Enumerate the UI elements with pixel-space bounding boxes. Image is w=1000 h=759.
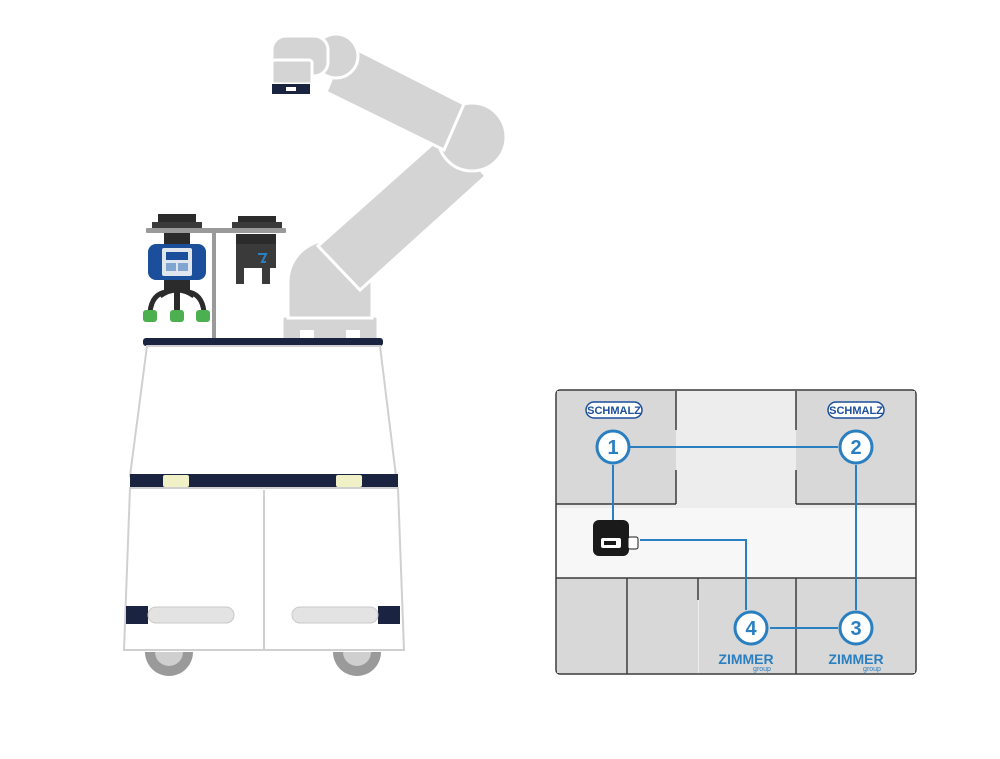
suction-cup: [170, 310, 184, 322]
zone-bottom-2: [628, 578, 698, 673]
parallel-gripper: [232, 216, 282, 284]
schmalz-logo: SCHMALZ: [827, 401, 885, 419]
zimmer-logo: ZIMMER group: [718, 651, 773, 673]
floor-layout: SCHMALZ SCHMALZ ZIMMER group ZIMMER grou…: [555, 389, 917, 675]
station-number: 1: [607, 437, 618, 459]
robot-arm: [270, 32, 508, 344]
arm-lower-link: [315, 129, 489, 293]
zimmer-logo-text: ZIMMER: [718, 651, 773, 667]
gripper-rack: [146, 228, 286, 340]
station-1: 1: [595, 429, 631, 465]
station-4: 4: [733, 610, 769, 646]
vacuum-gripper: [143, 214, 210, 322]
zimmer-logo-sub: group: [863, 666, 881, 673]
route-path: [612, 446, 857, 629]
zone-bottom-1: [557, 578, 627, 673]
station-3: 3: [838, 610, 874, 646]
mobile-robot: [122, 338, 406, 676]
station-number: 4: [745, 618, 757, 640]
suction-cup: [196, 310, 210, 322]
zimmer-logo: ZIMMER group: [828, 651, 883, 673]
zimmer-logo-sub: group: [753, 666, 771, 673]
station-number: 2: [850, 437, 861, 459]
schmalz-logo-text: SCHMALZ: [587, 405, 641, 417]
station-number: 3: [850, 618, 861, 640]
schmalz-logo: SCHMALZ: [585, 401, 643, 419]
suction-cup: [143, 310, 157, 322]
station-2: 2: [838, 429, 874, 465]
schmalz-logo-text: SCHMALZ: [829, 405, 883, 417]
gripper-icon: [593, 520, 639, 556]
arm-tool-mount: [270, 58, 314, 86]
zimmer-logo-text: ZIMMER: [828, 651, 883, 667]
